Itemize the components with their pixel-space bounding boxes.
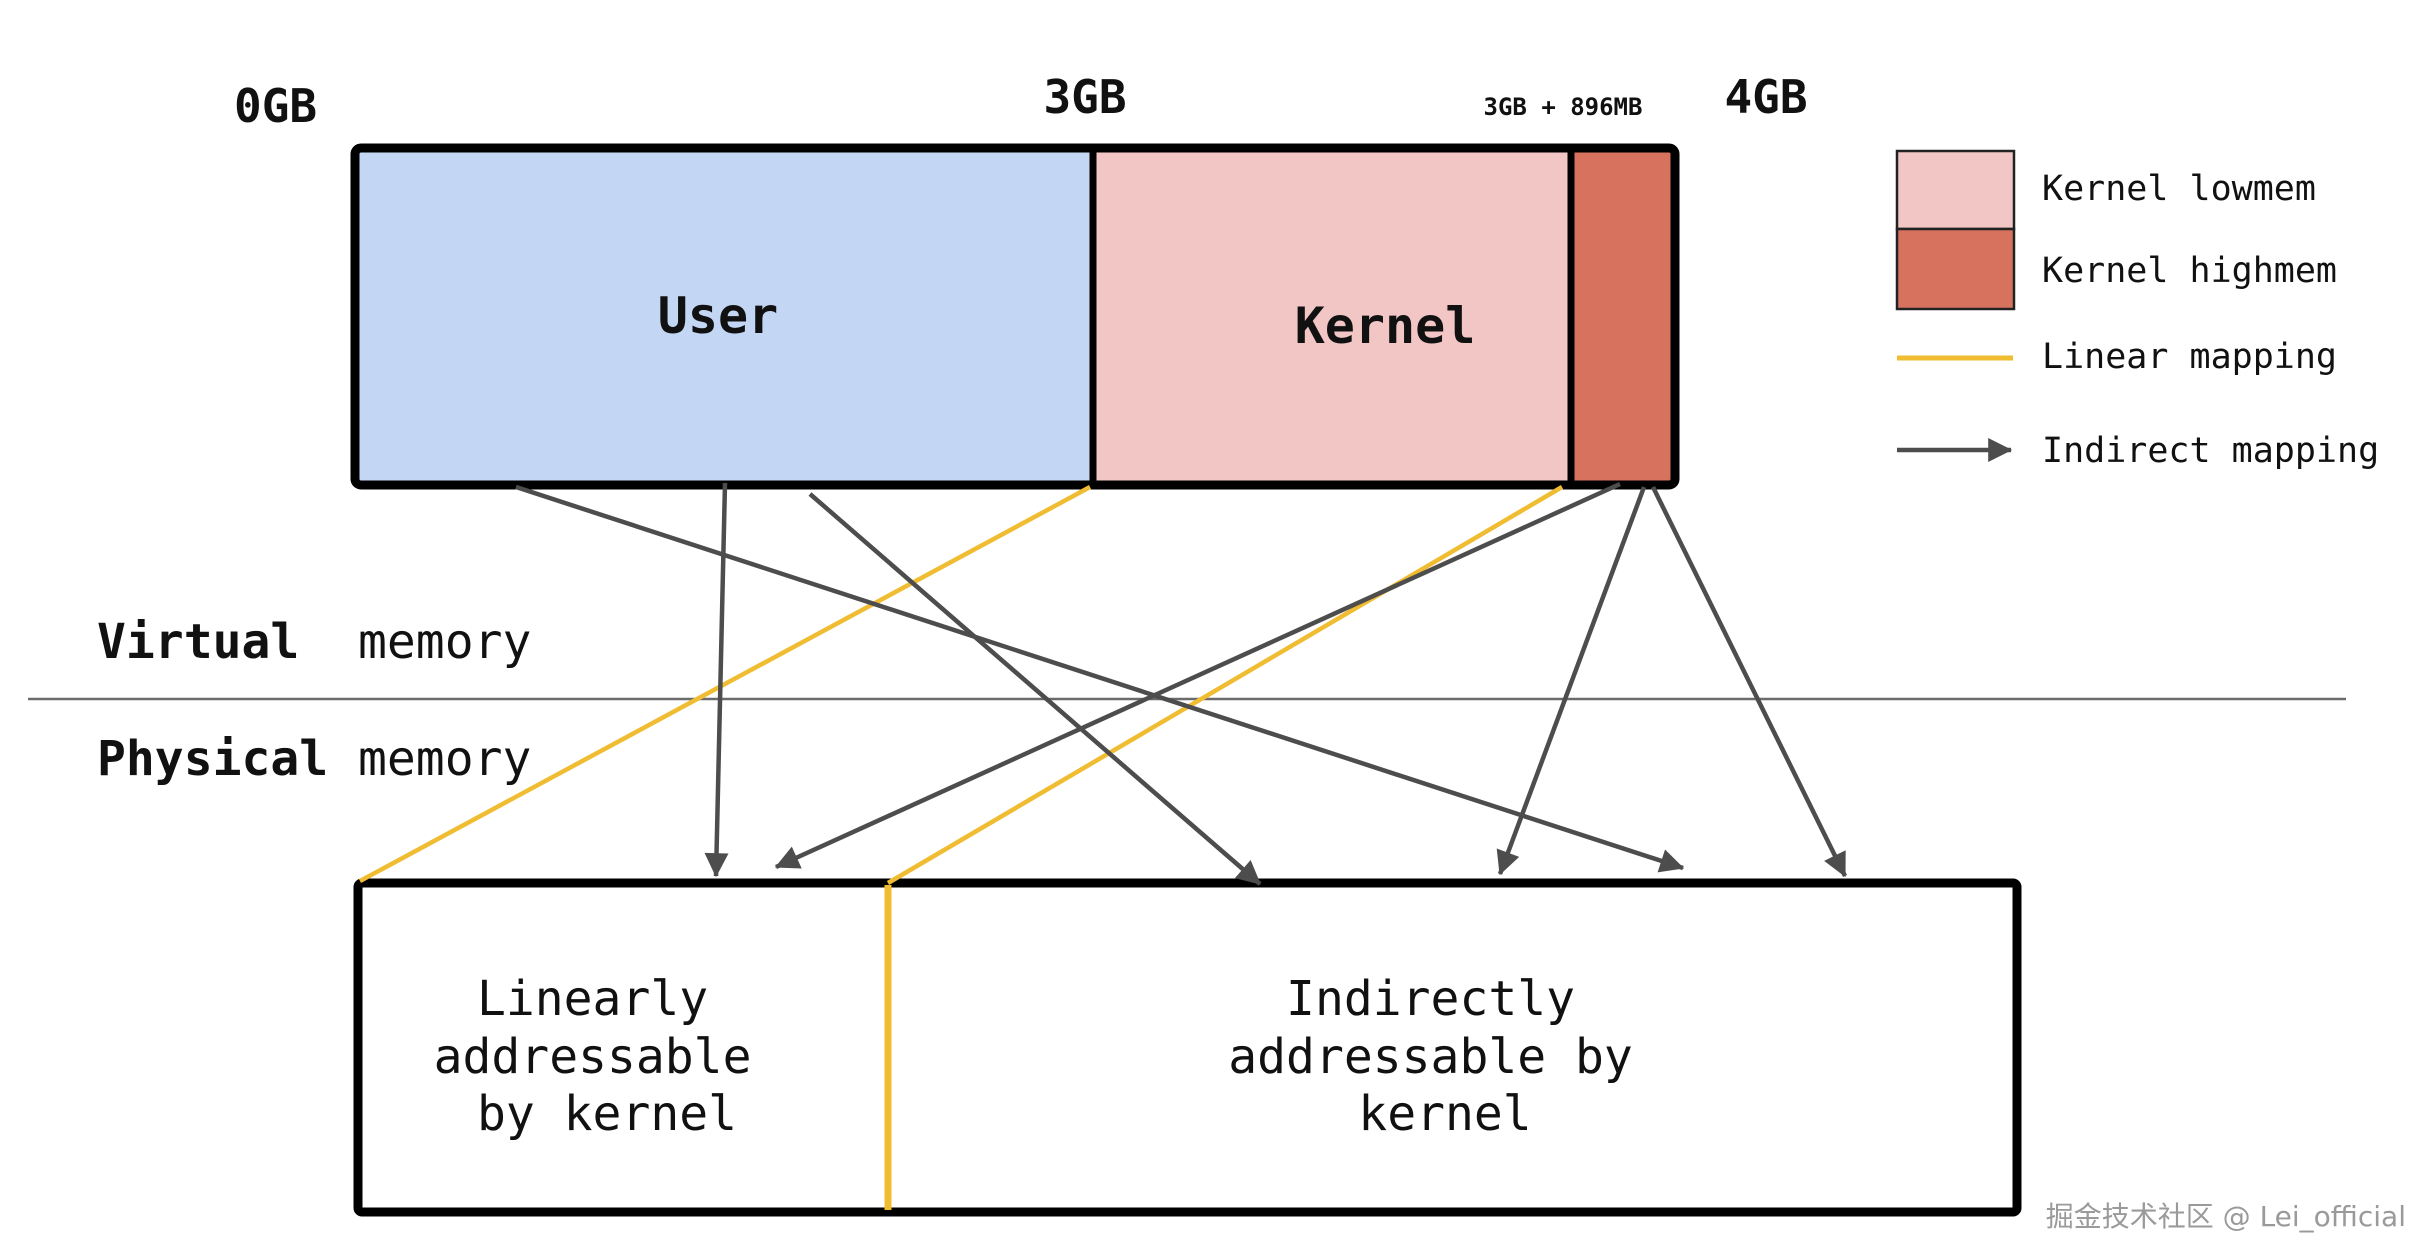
- legend-indirect-label: Indirect mapping: [2042, 431, 2379, 471]
- linear-mapping-lowmem-start: [358, 485, 1092, 883]
- user-segment-label: User: [658, 287, 778, 345]
- legend-linear-label: Linear mapping: [2042, 337, 2337, 377]
- indirect-mapping-user-1: [704, 482, 729, 878]
- kernel-segment-label: Kernel: [1295, 297, 1476, 355]
- marker-3gb: 3GB: [1043, 70, 1126, 124]
- indirect-mapping-highmem-3: [1650, 486, 1848, 878]
- legend-lowmem-swatch: [1895, 149, 2016, 231]
- indirect-zone-line-2: addressable by: [1228, 1029, 1633, 1085]
- indirect-mapping-highmem-1: [774, 481, 1621, 870]
- linear-mappings: [358, 485, 1564, 885]
- indirect-zone-line-1: Indirectly: [1286, 971, 1575, 1027]
- physical-bar-outline: [353, 878, 2022, 1217]
- indirect-zone-label: Indirectly addressable by kernel: [1228, 971, 1661, 1142]
- legend: Kernel lowmem Kernel highmem Linear mapp…: [1895, 149, 2379, 471]
- legend-lowmem-label: Kernel lowmem: [2042, 169, 2316, 209]
- linear-zone-line-2: addressable: [434, 1029, 752, 1085]
- physical-memory-label: Physical memory: [97, 731, 531, 787]
- physical-memory-bar: Linearly addressable by kernel Indirectl…: [353, 878, 2022, 1217]
- linear-zone-label: Linearly addressable by kernel: [434, 971, 781, 1142]
- region-labels: Virtual memory Physical memory: [28, 614, 2346, 787]
- kernel-lowmem-segment: [1093, 148, 1571, 485]
- linear-zone-line-3: by kernel: [477, 1086, 737, 1142]
- legend-highmem-label: Kernel highmem: [2042, 251, 2337, 291]
- indirect-mapping-user-3: [808, 492, 1262, 886]
- indirect-mappings: [515, 481, 1848, 886]
- watermark: 掘金技术社区 @ Lei_official: [2046, 1200, 2406, 1233]
- linear-zone-line-1: Linearly: [477, 971, 708, 1027]
- kernel-highmem-segment: [1571, 148, 1675, 485]
- marker-4gb: 4GB: [1724, 70, 1807, 124]
- marker-3gb-896mb: 3GB + 896MB: [1484, 93, 1643, 121]
- indirect-zone-line-3: kernel: [1358, 1086, 1531, 1142]
- virtual-memory-bar: User Kernel: [350, 143, 1680, 490]
- user-segment: [355, 148, 1093, 485]
- virtual-memory-label: Virtual memory: [97, 614, 531, 670]
- virtual-label-rest: memory: [358, 614, 531, 670]
- linear-mapping-lowmem-end: [886, 485, 1564, 885]
- indirect-mapping-user-2: [515, 484, 1685, 873]
- legend-highmem-swatch: [1895, 227, 2016, 311]
- physical-label-bold: Physical: [97, 731, 328, 787]
- marker-0gb: 0GB: [234, 79, 317, 133]
- address-markers: 0GB 3GB 3GB + 896MB 4GB: [234, 70, 1808, 133]
- indirect-mapping-highmem-2: [1496, 486, 1647, 876]
- virtual-label-bold: Virtual: [97, 614, 299, 670]
- physical-label-rest: memory: [358, 731, 531, 787]
- virtual-bar-outline: [350, 143, 1680, 490]
